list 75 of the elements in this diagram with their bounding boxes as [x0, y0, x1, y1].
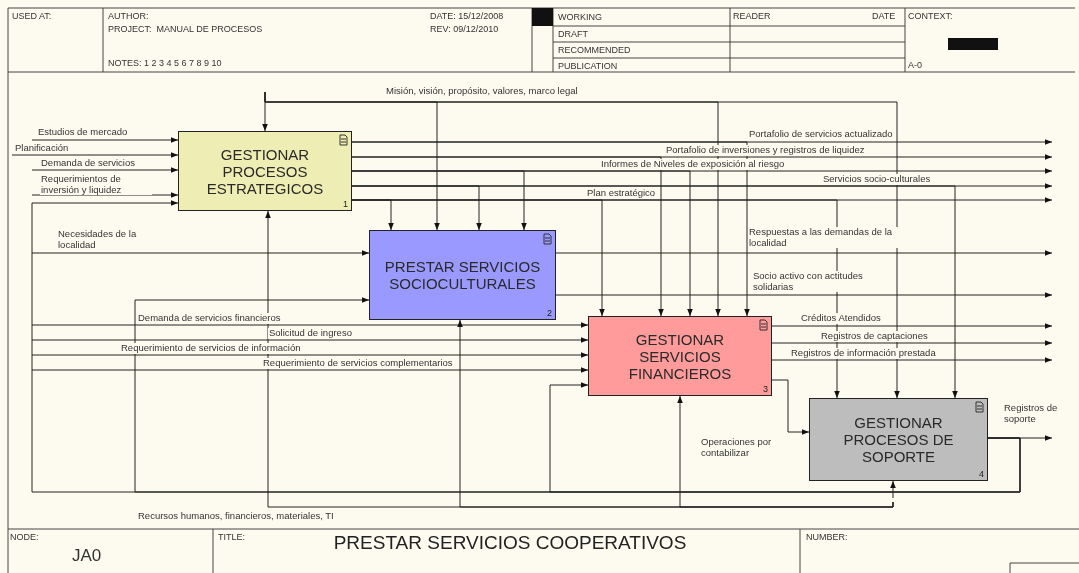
diagram-title: PRESTAR SERVICIOS COOPERATIVOS	[332, 532, 688, 554]
arrow	[264, 91, 900, 399]
frame-label: WORKING	[558, 12, 602, 23]
activity-title: GESTIONAR SERVICIOS FINANCIEROS	[627, 330, 733, 382]
box-number: 1	[343, 199, 348, 209]
activity-box	[809, 398, 988, 481]
edge-label: Demanda de servicios financieros	[137, 313, 282, 324]
edge-label: Requerimientos de inversión y liquidez	[40, 174, 152, 195]
frame-label: JA0	[72, 546, 102, 565]
box-number: 3	[763, 384, 768, 394]
edge-label: Misión, visión, propósito, valores, marco legal	[385, 86, 579, 97]
arrow	[31, 137, 179, 143]
arrow	[31, 352, 589, 358]
edge-label: Registros de captaciones	[820, 331, 929, 342]
arrow	[555, 292, 1053, 298]
arrow	[351, 170, 693, 317]
edge-label: Portafolio de servicios actualizado	[748, 129, 894, 140]
frame-label: DRAFT	[558, 29, 588, 40]
arrow	[351, 156, 664, 317]
edge-label: Registros de información prestada	[790, 348, 937, 359]
box-number: 2	[547, 308, 552, 318]
frame-label: A-0	[908, 60, 922, 71]
frame-label: AUTHOR:	[108, 11, 149, 22]
frame-label: CONTEXT:	[908, 11, 953, 22]
edge-label: Portafolio de inversiones y registros de liquidez	[665, 145, 866, 156]
arrow	[31, 192, 179, 198]
frame-label: TITLE:	[218, 532, 245, 543]
edge-label: Demanda de servicios	[40, 158, 136, 169]
arrow	[351, 141, 750, 317]
arrow	[351, 185, 958, 399]
edge-label: Solicitud de ingreso	[268, 328, 353, 339]
arrow	[771, 340, 1053, 346]
arrow	[555, 250, 1053, 256]
frame-label: DATE	[872, 11, 896, 22]
activity-title: PRESTAR SERVICIOS SOCIOCULTURALES	[383, 258, 542, 292]
frame-label: PROJECT: MANUAL DE PROCESOS	[108, 24, 263, 35]
arrow	[890, 480, 896, 499]
frame-label: REV: 09/12/2010	[430, 24, 499, 35]
frame-label: NOTES: 1 2 3 4 5 6 7 8 9 10	[108, 58, 222, 69]
frame-label: NUMBER:	[806, 532, 848, 543]
edge-label: Requerimiento de servicios de información	[120, 343, 302, 354]
edge-label: Socio activo con actitudes solidarias	[752, 271, 864, 292]
activity-box	[369, 230, 556, 320]
edge-label: Requerimiento de servicios complementarios	[262, 358, 454, 369]
box-number: 4	[979, 469, 984, 479]
arrow	[771, 323, 1053, 329]
activity-title: GESTIONAR PROCESOS DE SOPORTE	[842, 414, 955, 465]
arrow	[31, 322, 589, 328]
arrow	[31, 337, 589, 343]
edge-label: Respuestas a las demandas de la localidad	[748, 227, 900, 248]
edge-label: Informes de Niveles de exposición al riesgo	[600, 159, 786, 170]
arrow	[549, 382, 1021, 493]
activity-box	[178, 131, 352, 211]
edge-label: Recursos humanos, financieros, materiales, TI	[137, 511, 335, 522]
arrow	[771, 357, 1053, 363]
edge-label: Plan estratégico	[586, 188, 657, 199]
edge-label: Planificación	[14, 143, 70, 154]
frame-label: DATE: 15/12/2008	[430, 11, 504, 22]
arrow	[351, 199, 840, 399]
arrow	[31, 367, 589, 373]
edge-label: Estudios de mercado	[37, 127, 129, 138]
frame-label: PUBLICATION	[558, 61, 618, 72]
frame-label: USED AT:	[12, 11, 52, 22]
frame-label: READER	[733, 11, 771, 22]
frame-label: NODE:	[10, 532, 39, 543]
arrow	[11, 152, 179, 158]
edge-label: Servicios socio-culturales	[822, 174, 932, 185]
activity-title: GESTIONAR PROCESOS ESTRATEGICOS	[205, 145, 325, 197]
arrow	[31, 167, 179, 173]
activity-box	[588, 316, 772, 396]
edge-label: Créditos Atendidos	[800, 313, 882, 324]
arrow	[771, 379, 810, 435]
arrow	[677, 395, 894, 508]
arrow	[31, 250, 370, 256]
frame-label: RECOMMENDED	[558, 45, 631, 56]
